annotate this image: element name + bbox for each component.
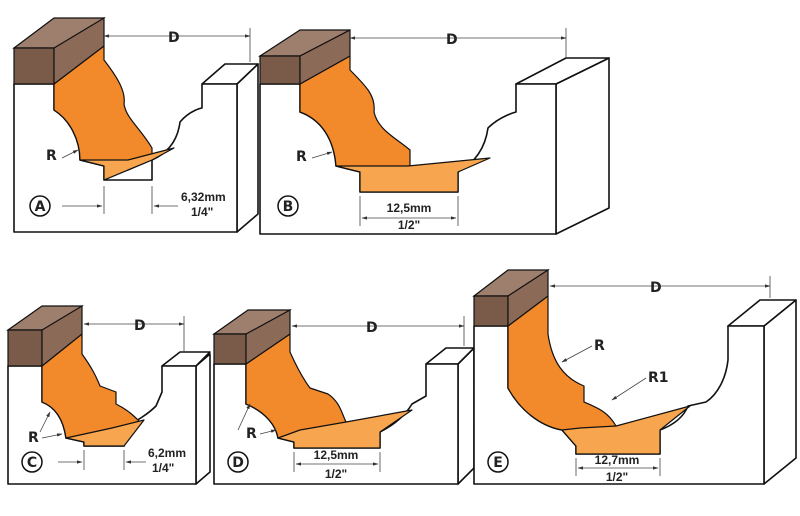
panel-e-r1-label: R1 <box>648 370 669 386</box>
panel-b-width-inch: 1/2" <box>398 218 420 232</box>
panel-d-width-inch: 1/2" <box>325 467 347 481</box>
panel-c-profile-floor <box>65 419 145 447</box>
panel-c-width-mm: 6,2mm <box>148 446 186 460</box>
panel-b-r-arrow <box>311 151 333 159</box>
panel-e-side-face <box>763 299 797 485</box>
panel-b-d-label: D <box>446 32 458 48</box>
panel-b-profile <box>299 55 411 193</box>
panel-c-r-arrow-2 <box>41 433 63 439</box>
panel-d-profile-floor <box>277 409 413 449</box>
panel-e-profile <box>507 295 661 455</box>
panel-b-letter: B <box>283 199 294 215</box>
panel-a-r-arrow <box>61 149 79 159</box>
panel-c-side-face <box>195 353 211 485</box>
panel-a: D R 6,32mm 1/4" A <box>12 16 259 233</box>
panel-a-r-label: R <box>46 148 57 164</box>
panel-e: D R R1 12,7mm 1/2" E <box>472 268 797 485</box>
panel-d-d-label: D <box>366 320 378 336</box>
panel-d-wood-side <box>245 308 291 366</box>
panel-a-d-label: D <box>168 30 180 46</box>
panel-d-wood-front <box>213 333 247 365</box>
panel-c-r-arrow-1 <box>39 411 51 433</box>
panel-e-letter-badge <box>487 451 509 473</box>
panel-c-width-inch: 1/4" <box>152 461 174 475</box>
panel-e-r-arrow <box>561 345 593 363</box>
panel-c-d-label: D <box>134 318 146 334</box>
panel-a-side-face <box>236 63 259 233</box>
panel-c-letter-badge <box>21 451 43 473</box>
panel-a-width-inch: 1/4" <box>191 205 213 219</box>
panel-d-r-arrow-1 <box>237 403 251 431</box>
panel-e-letter: E <box>493 455 503 471</box>
panel-d: D R 12,5mm 1/2" D <box>212 308 475 485</box>
panel-a-letter-badge <box>29 195 51 217</box>
panel-e-wood-front <box>473 295 509 327</box>
panel-c-wood-side <box>41 304 83 368</box>
panel-a-profile-floor <box>79 147 175 181</box>
panel-d-side-face <box>457 347 475 485</box>
panel-e-d-label: D <box>650 280 662 296</box>
panel-a-letter: A <box>35 199 46 215</box>
panel-b-wood-front <box>259 55 301 85</box>
panel-c: D R 6,2mm 1/4" C <box>6 304 211 485</box>
panel-d-r-arrow-2 <box>259 429 277 435</box>
panel-d-width-mm: 12,5mm <box>314 448 359 462</box>
panel-c-wood-front <box>7 329 43 367</box>
panel-e-wood-side <box>507 268 549 328</box>
panel-d-r-label: R <box>246 426 257 442</box>
panel-c-letter: C <box>27 455 37 471</box>
panel-a-wood-front <box>13 47 55 85</box>
panel-a-profile <box>53 45 153 181</box>
panel-c-r-label: R <box>28 430 39 446</box>
panel-e-r-label: R <box>594 338 605 354</box>
panel-e-width-mm: 12,7mm <box>595 453 640 467</box>
panel-e-r1-arrow <box>611 377 647 401</box>
panel-a-width-mm: 6,32mm <box>181 190 226 204</box>
panel-b-letter-badge <box>277 195 299 217</box>
panel-a-wood-side <box>53 16 105 86</box>
panel-e-width-inch: 1/2" <box>606 470 628 484</box>
panel-b-profile-floor <box>335 157 491 193</box>
panel-b-width-mm: 12,5mm <box>387 201 432 215</box>
panel-d-letter-badge <box>227 451 249 473</box>
panel-d-profile <box>245 333 381 449</box>
panel-c-profile <box>41 333 141 447</box>
panel-d-letter: D <box>232 455 244 471</box>
panel-e-profile-floor <box>561 405 691 455</box>
panel-b-r-label: R <box>296 149 307 165</box>
panel-b-wood-side <box>299 29 351 86</box>
panel-b: D R 12,5mm 1/2" B <box>257 28 610 235</box>
panel-b-side-face <box>555 57 610 235</box>
